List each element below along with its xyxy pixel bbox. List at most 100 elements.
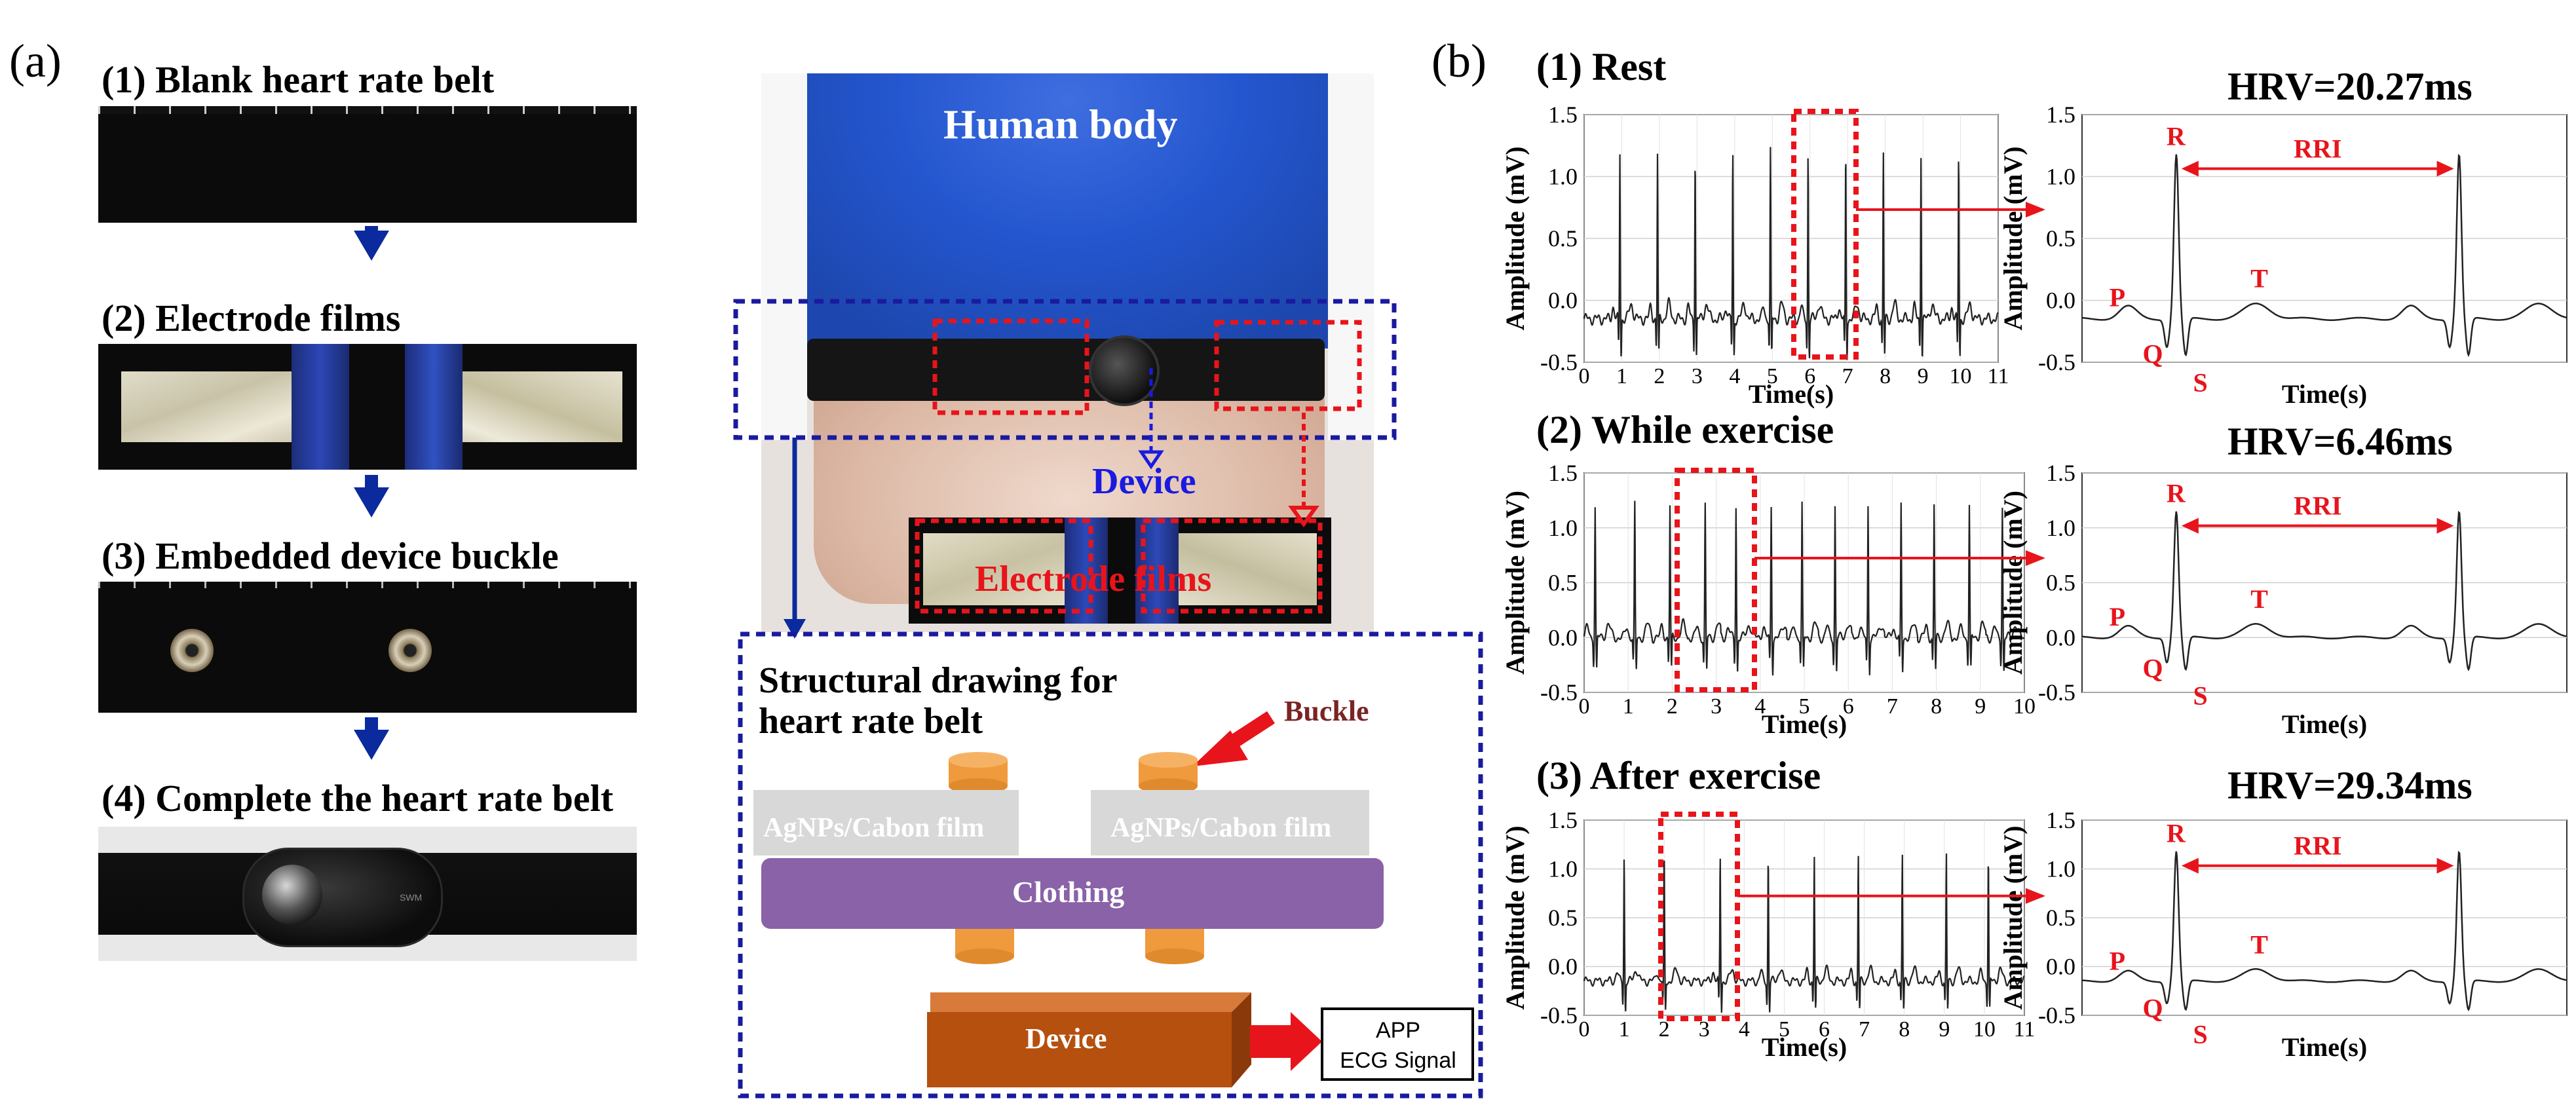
app-box	[1321, 1007, 1474, 1081]
right-electrode-dash	[1214, 320, 1362, 411]
x-tick-label: 9	[1918, 364, 1929, 388]
row-2-hrv: HRV=6.46ms	[2227, 420, 2453, 463]
down-arrow-shaft	[365, 717, 378, 732]
row-3-title: (3) After exercise	[1536, 754, 1821, 797]
x-axis-label: Time(s)	[1762, 1032, 1847, 1062]
electrode-films-label: Electrode films	[975, 559, 1212, 599]
x-axis-label: Time(s)	[2282, 1032, 2367, 1062]
y-axis-label: Amplitude (mV)	[1500, 825, 1530, 1009]
left-electrode-dash	[932, 318, 1089, 415]
blank-belt-photo	[98, 106, 637, 223]
x-tick-label: 1	[1623, 694, 1634, 719]
film-left-label: AgNPs/Cabon film	[763, 813, 985, 843]
y-axis-label: Amplitude (mV)	[1500, 146, 1530, 330]
x-tick-label: 5	[1767, 364, 1778, 388]
x-tick-label: 7	[1842, 364, 1853, 388]
x-axis-label: Time(s)	[1762, 709, 1847, 739]
step-2-title: (2) Electrode films	[102, 297, 401, 339]
beat-label-p: P	[2110, 946, 2125, 975]
x-tick-label: 5	[1779, 1017, 1790, 1042]
rri-arrowhead	[2436, 517, 2454, 534]
x-tick-label: 11	[2014, 1017, 2036, 1042]
y-tick-label: -0.5	[2038, 679, 2075, 705]
app-label: APP ECG Signal	[1323, 1015, 1473, 1076]
rri-arrowhead	[2181, 517, 2199, 534]
belt-brand-text: SWM	[400, 892, 423, 903]
down-arrow-icon	[354, 730, 389, 760]
y-tick-label: 0.0	[2046, 954, 2075, 980]
row-3-hrv: HRV=29.34ms	[2227, 764, 2472, 807]
x-tick-label: 10	[2013, 694, 2036, 719]
y-tick-label: 0.0	[1548, 624, 1578, 650]
film-right-label: AgNPs/Cabon film	[1110, 813, 1332, 843]
x-axis-label: Time(s)	[1749, 379, 1834, 409]
y-tick-label: 1.5	[2046, 102, 2075, 128]
y-tick-label: 0.5	[2046, 905, 2075, 931]
y-tick-label: 0.5	[2046, 570, 2075, 596]
x-tick-label: 7	[1887, 694, 1898, 719]
panel-a-label: (a)	[9, 35, 62, 87]
y-tick-label: 1.5	[1548, 460, 1578, 486]
y-axis-label: Amplitude (mV)	[1998, 825, 2028, 1009]
rri-arrowhead	[2181, 857, 2199, 874]
x-tick-label: 6	[1843, 694, 1854, 719]
x-tick-label: 1	[1616, 364, 1627, 388]
y-tick-label: 1.0	[2046, 515, 2075, 541]
x-tick-label: 2	[1667, 694, 1678, 719]
step-3-title: (3) Embedded device buckle	[102, 535, 559, 577]
y-tick-label: 0.5	[1548, 570, 1578, 596]
inset-right-dash	[1141, 518, 1323, 614]
x-tick-label: 3	[1711, 694, 1722, 719]
clothing-layer	[761, 858, 1384, 929]
rri-label: RRI	[2294, 831, 2341, 861]
beat-label-t: T	[2250, 584, 2268, 614]
y-tick-label: 0.0	[1548, 288, 1578, 314]
x-tick-label: 6	[1819, 1017, 1830, 1042]
highlight-window	[1791, 109, 1859, 360]
signal-arrow-icon	[1250, 1012, 1322, 1071]
x-tick-label: 8	[1880, 364, 1891, 388]
y-tick-label: -0.5	[2038, 1002, 2075, 1028]
zoom-arrowhead	[2026, 550, 2045, 566]
x-tick-label: 1	[1619, 1017, 1630, 1042]
ecg-beat-trace	[2081, 153, 2567, 358]
x-tick-label: 0	[1579, 1017, 1590, 1042]
structure-drawing	[753, 752, 1474, 1087]
step-1-title: (1) Blank heart rate belt	[102, 58, 495, 101]
beat-label-s: S	[2193, 1019, 2207, 1049]
beat-label-s: S	[2193, 367, 2207, 397]
row-1-hrv: HRV=20.27ms	[2227, 65, 2472, 108]
ecg-trace	[1583, 500, 2025, 676]
y-tick-label: 1.5	[2046, 460, 2075, 486]
y-tick-label: 0.5	[2046, 225, 2075, 252]
y-tick-label: -0.5	[1540, 1002, 1578, 1028]
x-tick-label: 4	[1739, 1017, 1750, 1042]
zoom-arrowhead	[2026, 888, 2045, 904]
x-tick-label: 2	[1659, 1017, 1670, 1042]
rri-arrowhead	[2436, 160, 2454, 177]
y-tick-label: 1.0	[2046, 164, 2075, 190]
y-axis-label: Amplitude (mV)	[1998, 146, 2028, 330]
x-axis-label: Time(s)	[2282, 379, 2367, 409]
rri-label: RRI	[2294, 134, 2341, 163]
device-box-top	[930, 992, 1251, 1012]
device-label: Device	[1092, 461, 1196, 502]
x-tick-label: 6	[1804, 364, 1815, 388]
y-tick-label: 0.0	[2046, 624, 2075, 650]
highlight-window	[1658, 812, 1740, 1021]
x-tick-label: 9	[1975, 694, 1986, 719]
beat-label-r: R	[2167, 479, 2186, 508]
ecg-beat-trace	[2081, 850, 2567, 1011]
y-tick-label: 0.0	[1548, 954, 1578, 980]
step-4-title: (4) Complete the heart rate belt	[102, 777, 614, 819]
inset-left-dash	[915, 518, 1093, 614]
device-box	[927, 1012, 1232, 1087]
device-box-label: Device	[1025, 1023, 1107, 1055]
y-tick-label: 0.5	[1548, 905, 1578, 931]
beat-label-q: Q	[2142, 339, 2163, 369]
human-body-label: Human body	[943, 101, 1178, 147]
ecg-trace	[1583, 853, 2025, 1013]
x-tick-label: 4	[1754, 694, 1766, 719]
ecg-beat-trace	[2082, 510, 2567, 671]
x-tick-label: 5	[1799, 694, 1810, 719]
